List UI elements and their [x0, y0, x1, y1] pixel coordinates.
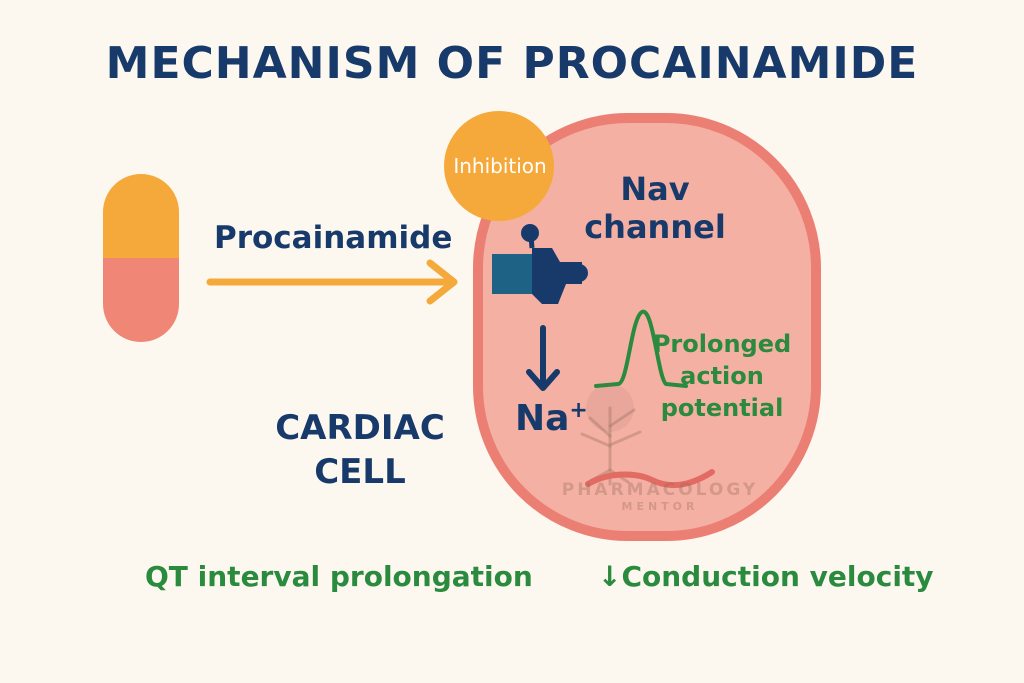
- procainamide-label: Procainamide: [214, 220, 453, 256]
- action-potential-wave-icon: [594, 309, 688, 388]
- sodium-symbol: Na: [515, 398, 570, 439]
- inhibition-circle: [444, 111, 554, 221]
- nav-channel-line2: channel: [584, 208, 726, 246]
- watermark-line2: MENTOR: [621, 500, 699, 513]
- cardiac-cell: [473, 113, 821, 541]
- qt-prolongation-label: QT interval prolongation: [145, 560, 533, 593]
- cardiac-cell-line1: CARDIAC: [275, 408, 445, 448]
- action-potential-line2: action: [680, 362, 764, 390]
- inhibition-label: Inhibition: [453, 154, 547, 178]
- nav-channel-line1: Nav: [620, 170, 690, 208]
- diagram-title: MECHANISM OF PROCAINAMIDE: [105, 38, 919, 89]
- action-potential-label: Prolonged action potential: [652, 328, 792, 424]
- watermark: PHARMACOLOGY MENTOR: [560, 480, 760, 513]
- tree-logo-icon: [580, 384, 642, 486]
- cell-squiggle: [585, 469, 715, 489]
- conduction-velocity-label: ↓Conduction velocity: [598, 560, 934, 593]
- capsule-icon: [103, 174, 179, 342]
- nav-channel-label: Nav channel: [580, 170, 730, 246]
- action-potential-line1: Prolonged: [652, 330, 792, 358]
- cardiac-cell-label: CARDIAC CELL: [262, 406, 458, 494]
- sodium-ion-label: Na+: [515, 398, 588, 439]
- right-arrow-icon: [206, 259, 458, 305]
- sodium-charge: +: [569, 398, 588, 423]
- sodium-channel-icon: [492, 224, 588, 304]
- down-arrow-icon: [526, 325, 560, 391]
- action-potential-line3: potential: [660, 394, 784, 422]
- watermark-line1: PHARMACOLOGY: [561, 480, 759, 500]
- cardiac-cell-line2: CELL: [314, 452, 406, 492]
